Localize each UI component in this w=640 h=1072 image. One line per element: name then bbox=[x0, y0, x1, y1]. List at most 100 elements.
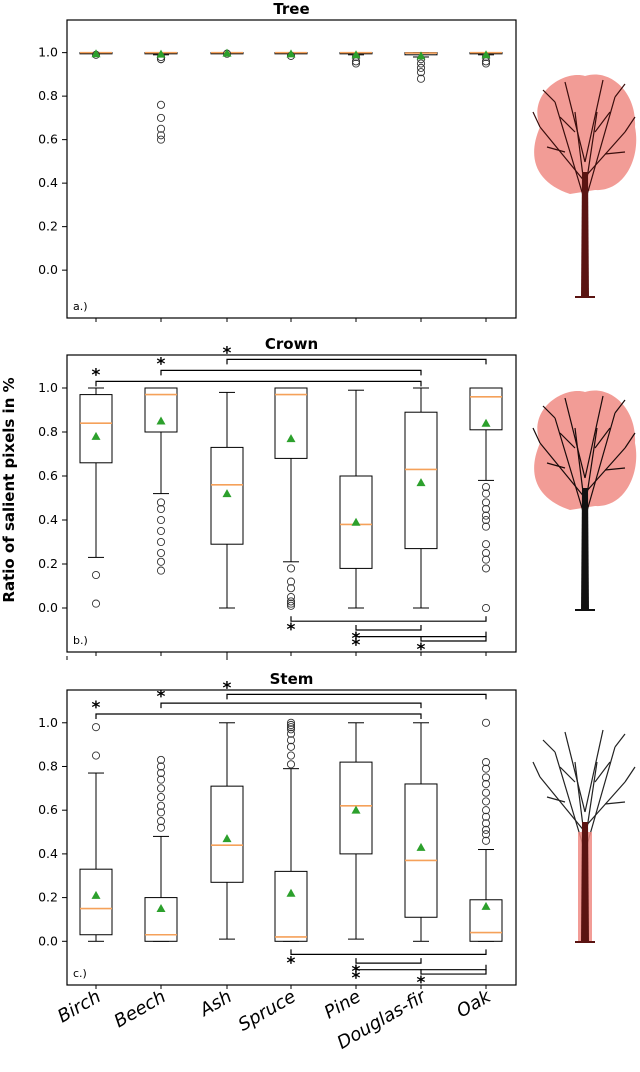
significance-bracket: * bbox=[352, 625, 422, 649]
significance-bracket: * bbox=[223, 343, 487, 365]
x-tick-label: Spruce bbox=[235, 986, 300, 1036]
box-beech bbox=[144, 387, 178, 575]
outlier-point bbox=[156, 526, 166, 536]
branch bbox=[594, 761, 611, 783]
outlier-point bbox=[156, 131, 166, 140]
outlier-point bbox=[416, 74, 426, 83]
branch bbox=[546, 146, 566, 153]
outlier-point bbox=[156, 557, 166, 566]
box-pine bbox=[339, 389, 373, 609]
branch bbox=[554, 101, 586, 203]
branch bbox=[584, 781, 626, 828]
outlier-point bbox=[416, 68, 426, 77]
box-iqr bbox=[274, 870, 308, 942]
branch bbox=[614, 399, 626, 414]
outlier-point bbox=[481, 806, 491, 815]
y-axis-label: Ratio of salient pixels in % bbox=[0, 377, 18, 602]
significance-bracket: * bbox=[92, 365, 422, 387]
significance-bracket: * bbox=[417, 636, 487, 660]
box-beech bbox=[144, 49, 178, 144]
outlier-point bbox=[481, 819, 491, 828]
significance-star: * bbox=[352, 969, 361, 989]
outlier-point bbox=[156, 124, 166, 133]
outlier-point bbox=[286, 729, 296, 738]
outlier-point bbox=[481, 764, 491, 773]
y-tick-label: 0.0 bbox=[38, 600, 58, 615]
x-tick-label: Birch bbox=[54, 986, 104, 1027]
y-tick-label: 0.2 bbox=[38, 556, 58, 571]
outlier-point bbox=[286, 564, 296, 573]
significance-star: * bbox=[417, 973, 426, 993]
outlier-point bbox=[156, 762, 166, 771]
box-douglas-fir bbox=[404, 722, 438, 942]
panel-label: c.) bbox=[73, 967, 87, 980]
outlier-point bbox=[286, 723, 296, 732]
box-oak bbox=[469, 718, 503, 942]
branch bbox=[532, 761, 541, 778]
branch bbox=[554, 417, 586, 519]
y-tick-label: 1.0 bbox=[38, 715, 58, 730]
y-tick-label: 0.8 bbox=[38, 88, 58, 103]
mean-marker bbox=[351, 805, 361, 814]
bracket-line bbox=[290, 949, 487, 956]
y-tick-label: 0.2 bbox=[38, 890, 58, 905]
significance-star: * bbox=[417, 640, 426, 660]
outlier-point bbox=[156, 113, 166, 122]
y-tick-label: 0.4 bbox=[38, 512, 58, 527]
outlier-point bbox=[481, 522, 491, 531]
outlier-point bbox=[481, 758, 491, 767]
tree-illustration-icon bbox=[532, 74, 637, 298]
outlier-point bbox=[156, 784, 166, 793]
outlier-point bbox=[156, 801, 166, 810]
branch bbox=[594, 111, 611, 133]
box-ash bbox=[210, 48, 244, 58]
outlier-point bbox=[286, 760, 296, 769]
box-douglas-fir bbox=[404, 51, 438, 83]
outlier-point bbox=[481, 555, 491, 564]
outlier-point bbox=[286, 742, 296, 751]
panel-title: Crown bbox=[265, 335, 318, 353]
outlier-point bbox=[481, 773, 491, 782]
outlier-point bbox=[481, 830, 491, 839]
bracket-line bbox=[160, 702, 422, 709]
mean-marker bbox=[481, 901, 491, 910]
significance-bracket: * bbox=[417, 969, 487, 993]
y-tick-label: 1.0 bbox=[38, 45, 58, 60]
outlier-point bbox=[416, 59, 426, 68]
outlier-point bbox=[286, 592, 296, 602]
branch bbox=[584, 412, 616, 519]
plot-frame bbox=[66, 19, 517, 319]
outlier-point bbox=[286, 736, 296, 745]
outlier-point bbox=[481, 825, 491, 834]
box-oak bbox=[469, 387, 503, 613]
stem bbox=[581, 822, 589, 942]
mean-marker bbox=[222, 489, 232, 498]
bracket-line bbox=[226, 693, 487, 700]
outlier-point bbox=[156, 808, 166, 817]
branch bbox=[559, 766, 576, 783]
bracket-line bbox=[95, 380, 422, 387]
box-birch bbox=[79, 723, 113, 942]
branch bbox=[542, 405, 556, 419]
y-tick-label: 0.8 bbox=[38, 424, 58, 439]
branch bbox=[604, 151, 626, 155]
significance-bracket: * bbox=[223, 678, 487, 700]
outlier-point bbox=[351, 59, 361, 68]
box-pine bbox=[339, 722, 373, 940]
outlier-point bbox=[156, 100, 166, 109]
outlier-point bbox=[156, 768, 166, 778]
outlier-point bbox=[156, 823, 166, 832]
box-pine bbox=[339, 50, 373, 68]
mean-marker bbox=[481, 418, 491, 427]
x-tick-label: Pine bbox=[321, 986, 365, 1023]
y-tick-label: 0.4 bbox=[38, 175, 58, 190]
branch bbox=[532, 427, 541, 444]
tree-illustration-icon bbox=[532, 729, 636, 943]
panel-label: b.) bbox=[73, 634, 88, 647]
panel-title: Stem bbox=[270, 670, 314, 688]
box-spruce bbox=[274, 718, 308, 942]
bracket-line bbox=[290, 616, 487, 622]
